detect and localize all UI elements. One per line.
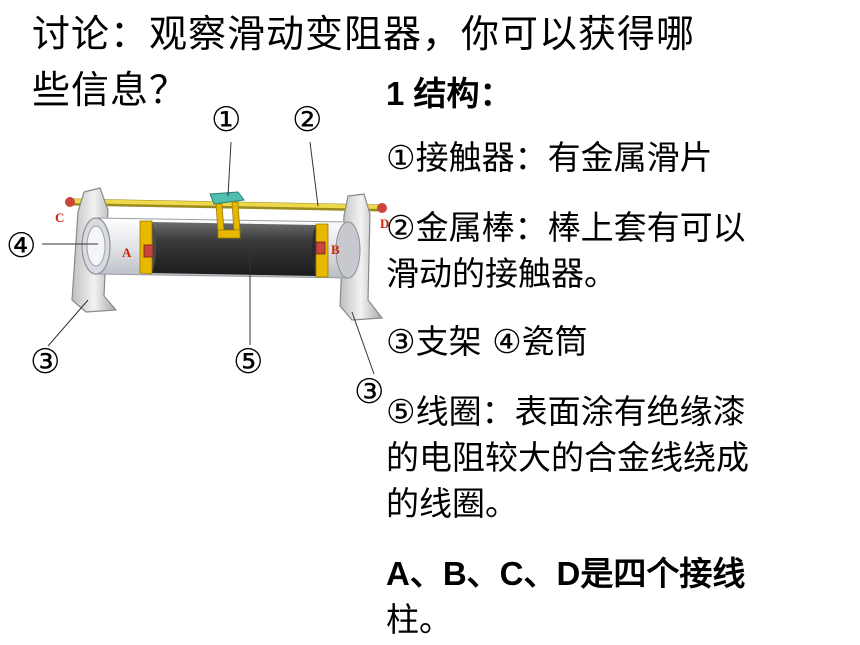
slider-contact <box>209 191 245 239</box>
terminal-label-c: C <box>55 210 64 225</box>
metal-rod <box>65 197 387 213</box>
terminal-label-d: D <box>380 216 389 231</box>
rod-end-cap-left <box>65 197 75 207</box>
callout-3-right: ③ <box>354 372 385 412</box>
note-bracket-tube: ③支架 ④瓷筒 <box>386 322 588 361</box>
terminal-post-b <box>315 241 326 255</box>
note-terminals-1: A、B、C、D是四个接线 <box>386 555 746 592</box>
callout-2: ② <box>292 100 323 140</box>
structure-heading: 1 结构： <box>386 75 513 112</box>
title-line-2: 些信息？ <box>32 68 189 112</box>
note-rod-1: ②金属棒：棒上套有可以 <box>386 208 746 247</box>
callout-1: ① <box>211 100 242 140</box>
leader-3-left <box>47 299 89 347</box>
note-coil-3: 的线圈。 <box>386 484 518 523</box>
title-line-1: 讨论：观察滑动变阻器，你可以获得哪 <box>32 12 696 56</box>
callout-5: ⑤ <box>233 342 264 382</box>
note-rod-2: 滑动的接触器。 <box>386 254 617 293</box>
leader-1 <box>227 141 232 197</box>
callout-4: ④ <box>6 226 37 266</box>
note-coil-1: ⑤线圈：表面涂有绝缘漆 <box>386 392 746 431</box>
rheostat-diagram: A B C D <box>42 141 389 375</box>
terminal-post-a <box>143 244 154 258</box>
callout-3-left: ③ <box>30 342 61 382</box>
note-contact: ①接触器：有金属滑片 <box>386 138 713 177</box>
slide-title: 讨论：观察滑动变阻器，你可以获得哪 些信息？ <box>32 6 812 118</box>
leader-lines <box>42 141 375 375</box>
terminal-label-b: B <box>331 242 340 257</box>
leader-2 <box>309 141 319 207</box>
note-terminals-2: 柱。 <box>386 600 452 639</box>
leader-3-right <box>351 311 375 375</box>
terminal-label-a: A <box>122 245 132 260</box>
note-coil-2: 的电阻较大的合金线绕成 <box>386 438 749 477</box>
rod-end-cap-right <box>377 203 387 213</box>
